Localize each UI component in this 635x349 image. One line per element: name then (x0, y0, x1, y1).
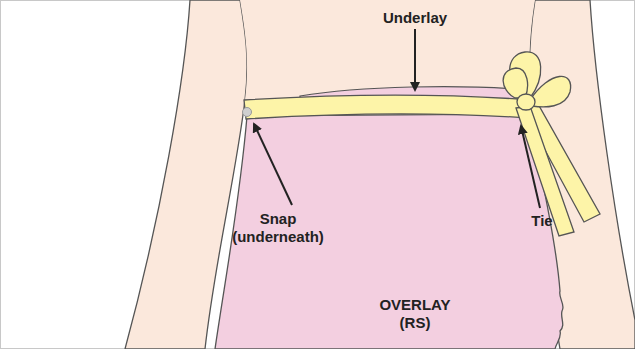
tie-loop (530, 76, 571, 107)
overlay-label: OVERLAY (RS) (370, 296, 460, 332)
snap-label: Snap (underneath) (228, 210, 328, 246)
tie-knot (517, 94, 535, 110)
leader-arrow (254, 124, 292, 205)
underlay-label: Underlay (360, 9, 470, 27)
overlay-skirt (215, 114, 563, 349)
tie-label: Tie (512, 212, 572, 230)
waistband (244, 95, 532, 119)
tie-loop (503, 68, 527, 98)
leader-arrow (414, 29, 416, 90)
torso (240, 0, 535, 100)
snap (243, 108, 252, 117)
leader-arrow (521, 126, 540, 208)
